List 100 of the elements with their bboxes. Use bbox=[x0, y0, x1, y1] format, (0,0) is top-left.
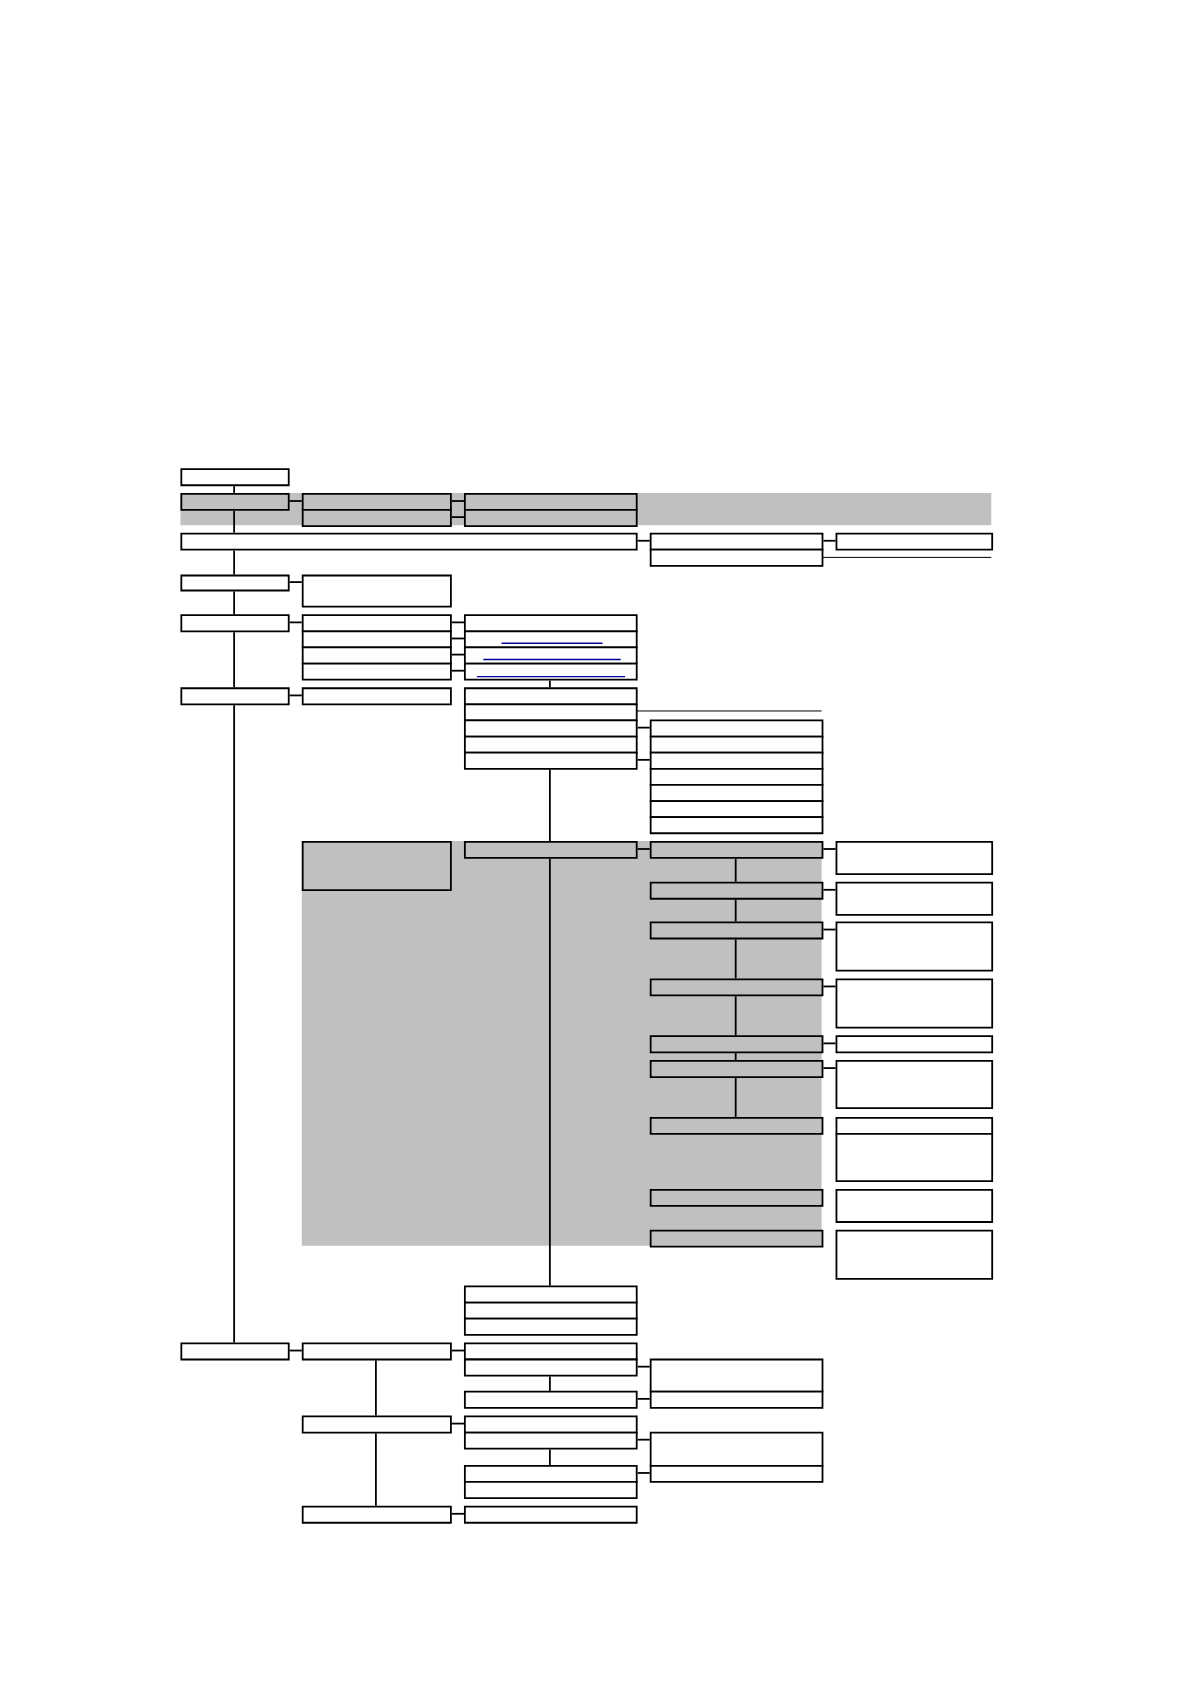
connector-line bbox=[450, 669, 465, 672]
connector-line bbox=[233, 509, 236, 534]
connector-line bbox=[375, 1432, 377, 1507]
empty-box bbox=[649, 751, 824, 770]
empty-box bbox=[180, 614, 290, 633]
empty-box bbox=[301, 1415, 452, 1434]
connector-line bbox=[549, 679, 551, 689]
empty-box bbox=[649, 921, 824, 940]
connector-line bbox=[549, 768, 551, 842]
connector-line bbox=[450, 621, 465, 624]
empty-box bbox=[649, 1358, 824, 1393]
empty-box bbox=[464, 630, 638, 649]
connector-line bbox=[822, 888, 837, 891]
empty-box bbox=[464, 1301, 638, 1320]
empty-box bbox=[301, 614, 452, 633]
connector-line bbox=[734, 857, 737, 883]
connector-line bbox=[233, 704, 236, 1344]
empty-box bbox=[649, 719, 824, 738]
connector-line bbox=[288, 581, 303, 583]
connector-line bbox=[288, 1349, 303, 1352]
empty-box bbox=[649, 978, 824, 997]
connector-line bbox=[450, 1512, 465, 1515]
empty-box bbox=[649, 1464, 824, 1483]
empty-box bbox=[649, 1116, 824, 1135]
empty-box bbox=[835, 978, 994, 1029]
empty-box bbox=[464, 1390, 638, 1409]
empty-box bbox=[301, 574, 452, 608]
empty-box bbox=[464, 614, 638, 633]
empty-box bbox=[301, 1505, 452, 1524]
empty-box bbox=[649, 1229, 824, 1248]
empty-box bbox=[649, 840, 824, 859]
empty-box bbox=[301, 646, 452, 665]
connector-line bbox=[450, 637, 465, 640]
empty-box bbox=[464, 1505, 638, 1524]
empty-box bbox=[649, 1060, 824, 1078]
empty-box bbox=[464, 687, 638, 706]
connector-line bbox=[375, 1359, 377, 1417]
connector-line bbox=[549, 1375, 551, 1392]
empty-box bbox=[835, 1188, 994, 1223]
connector-line bbox=[734, 995, 737, 1037]
empty-box bbox=[301, 662, 452, 681]
empty-box bbox=[649, 735, 824, 754]
empty-box bbox=[464, 1464, 638, 1483]
empty-box bbox=[649, 1431, 824, 1467]
empty-box bbox=[464, 1431, 638, 1450]
empty-box bbox=[180, 574, 290, 592]
empty-box bbox=[180, 687, 290, 706]
empty-box bbox=[464, 735, 638, 754]
empty-box bbox=[835, 1035, 994, 1054]
connector-line bbox=[734, 1077, 737, 1118]
empty-box bbox=[301, 1342, 452, 1361]
empty-box bbox=[464, 1317, 638, 1336]
empty-box bbox=[180, 492, 290, 511]
connector-line bbox=[636, 726, 651, 729]
connector-line bbox=[822, 848, 837, 850]
empty-box bbox=[301, 840, 452, 892]
connector-line bbox=[734, 938, 737, 980]
empty-box bbox=[649, 800, 824, 819]
connector-line bbox=[288, 500, 303, 502]
connector-line bbox=[822, 1067, 837, 1069]
empty-box bbox=[464, 1342, 638, 1361]
empty-box bbox=[464, 1285, 638, 1304]
connector-line bbox=[450, 500, 465, 502]
empty-box bbox=[301, 509, 452, 527]
connector-line bbox=[233, 631, 236, 689]
empty-box bbox=[835, 1060, 994, 1110]
connector-line bbox=[288, 621, 303, 624]
connector-line bbox=[549, 1448, 551, 1466]
connector-line bbox=[822, 539, 837, 542]
connector-line bbox=[636, 1438, 651, 1441]
empty-box bbox=[301, 492, 452, 511]
empty-box bbox=[180, 468, 290, 487]
empty-box bbox=[835, 840, 994, 875]
empty-box bbox=[649, 548, 824, 567]
connector-line bbox=[636, 1365, 651, 1368]
connector-line bbox=[822, 985, 837, 988]
connector-line bbox=[233, 549, 236, 576]
empty-box bbox=[835, 881, 994, 916]
connector-line bbox=[734, 898, 737, 923]
connector-line bbox=[734, 1052, 737, 1061]
empty-box bbox=[649, 1390, 824, 1409]
connector-line bbox=[636, 848, 651, 850]
connector-line bbox=[636, 539, 651, 542]
empty-box bbox=[464, 840, 638, 859]
empty-box bbox=[464, 751, 638, 770]
empty-box bbox=[301, 687, 452, 706]
empty-box bbox=[301, 630, 452, 649]
empty-box bbox=[649, 532, 824, 551]
empty-box bbox=[464, 719, 638, 738]
connector-line bbox=[288, 694, 303, 697]
empty-box bbox=[464, 1481, 638, 1499]
connector-line bbox=[822, 1042, 837, 1045]
empty-box bbox=[649, 1035, 824, 1054]
empty-box bbox=[464, 509, 638, 527]
connector-line bbox=[450, 1422, 465, 1425]
empty-box bbox=[649, 881, 824, 900]
empty-box bbox=[464, 1358, 638, 1377]
empty-box bbox=[649, 767, 824, 786]
connector-line bbox=[450, 1349, 465, 1352]
empty-box bbox=[180, 532, 638, 551]
